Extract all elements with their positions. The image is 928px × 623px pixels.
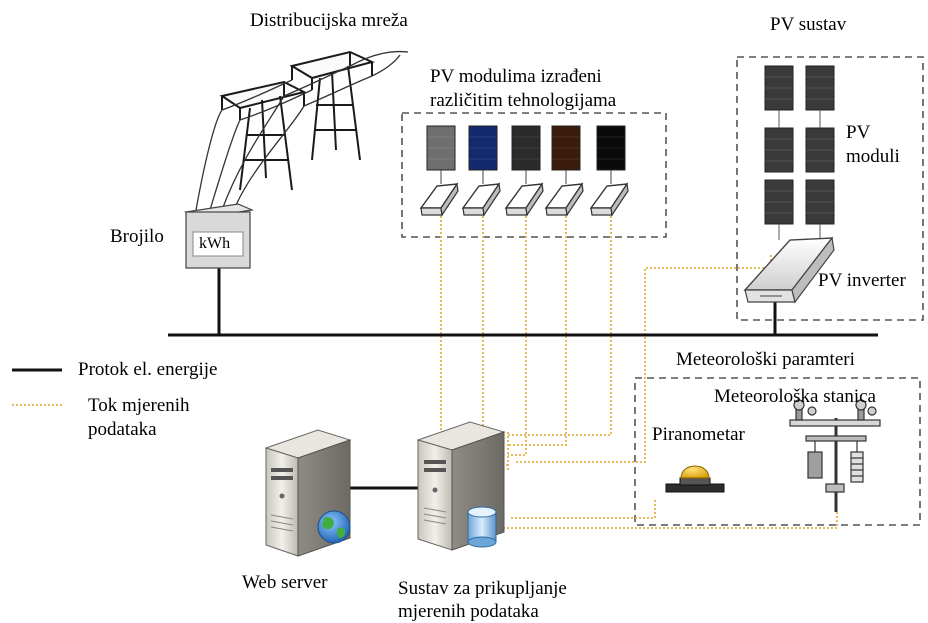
pv-modules-label-line1: PV — [846, 122, 871, 143]
meter-unit-label: kWh — [199, 235, 231, 252]
meteo-parameters-label: Meteorološki paramteri — [676, 349, 855, 370]
micro-inverter-4 — [544, 182, 584, 217]
pv-modules-label-line2: moduli — [846, 146, 900, 167]
pv-module-2 — [468, 125, 498, 184]
meteo-station-label: Meteorološka stanica — [714, 386, 876, 407]
pv-system-group-box — [736, 56, 924, 321]
pv-inverter — [743, 236, 835, 304]
micro-inverter-row — [419, 182, 629, 217]
pv-module-1 — [426, 125, 456, 184]
micro-inverter-3 — [504, 182, 544, 217]
pv-array — [764, 65, 835, 240]
legend-data-label-line1: Tok mjerenih — [88, 395, 190, 416]
pyranometer — [665, 465, 725, 493]
micro-inverter-2 — [461, 182, 501, 217]
grid-wires — [195, 50, 409, 211]
power-pylons — [219, 50, 375, 191]
weather-station — [789, 399, 881, 512]
database-icon — [467, 506, 497, 548]
pv-modules-group-box — [401, 112, 667, 238]
pv-tech-label-line1: PV modulima izrađeni — [430, 66, 602, 87]
pv-inverter-label: PV inverter — [818, 270, 906, 291]
pv-module-row — [426, 125, 626, 184]
pv-system-label: PV sustav — [770, 14, 847, 35]
power-lines — [168, 266, 878, 490]
globe-icon — [317, 510, 351, 544]
acquisition-label-line2: mjerenih podataka — [398, 601, 539, 622]
distribution-grid-label: Distribucijska mreža — [250, 10, 408, 31]
acquisition-label-line1: Sustav za prikupljanje — [398, 578, 567, 599]
pyranometer-label: Piranometar — [652, 424, 745, 445]
pv-module-4 — [551, 125, 581, 184]
pv-module-5 — [596, 125, 626, 184]
micro-inverter-5 — [589, 182, 629, 217]
legend-data-label-line2: podataka — [88, 419, 157, 440]
meter-label: Brojilo — [110, 226, 164, 247]
legend-power-label: Protok el. energije — [78, 359, 218, 380]
energy-meter — [183, 203, 255, 269]
pv-module-3 — [511, 125, 541, 184]
pv-tech-label-line2: različitim tehnologijama — [430, 90, 617, 111]
micro-inverter-1 — [419, 182, 459, 217]
web-server-label: Web server — [242, 572, 328, 593]
